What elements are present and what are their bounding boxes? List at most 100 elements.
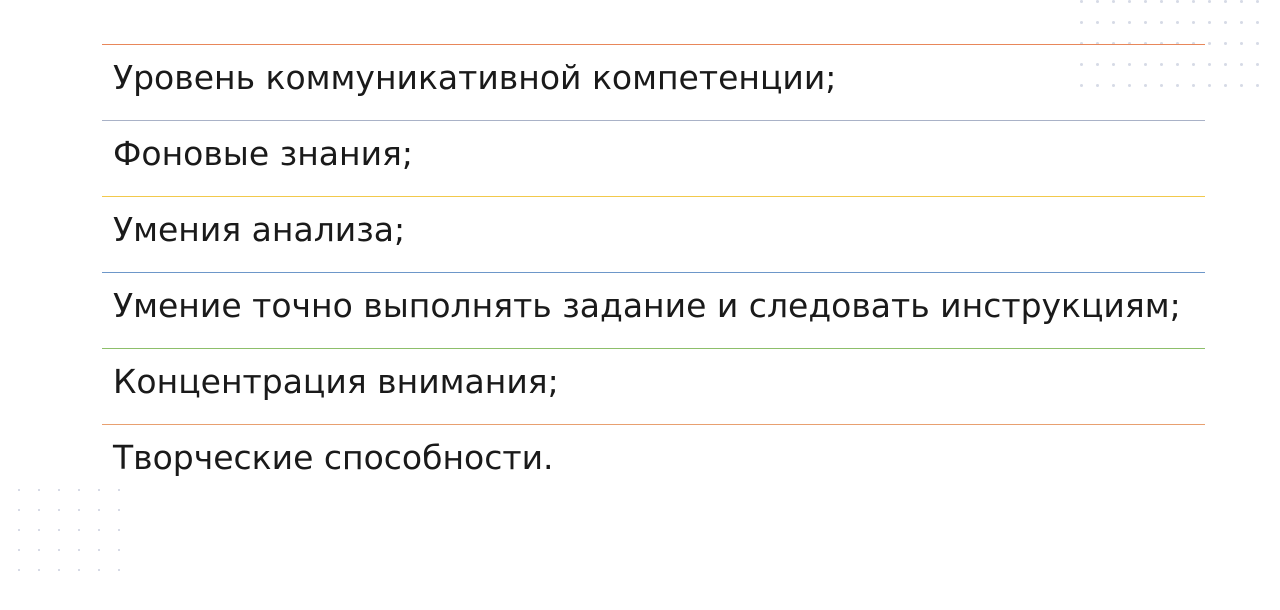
decorative-dot bbox=[1256, 63, 1259, 66]
decorative-dot bbox=[58, 549, 60, 551]
decorative-dot bbox=[118, 549, 120, 551]
divider-line bbox=[102, 348, 1205, 349]
decorative-dot bbox=[1224, 21, 1227, 24]
decorative-dot bbox=[1160, 84, 1163, 87]
criteria-list: Уровень коммуникативной компетенции; Фон… bbox=[102, 44, 1205, 500]
decorative-dot bbox=[1256, 84, 1259, 87]
divider-line bbox=[102, 272, 1205, 273]
decorative-dot bbox=[18, 569, 20, 571]
decorative-dot bbox=[18, 489, 20, 491]
decorative-dot bbox=[1128, 42, 1131, 45]
list-item-text: Творческие способности. bbox=[113, 438, 554, 477]
decorative-dot bbox=[1256, 21, 1259, 24]
decorative-dot bbox=[1112, 21, 1115, 24]
decorative-dot bbox=[38, 569, 40, 571]
decorative-dot bbox=[1240, 84, 1243, 87]
decorative-dot bbox=[1096, 84, 1099, 87]
list-item: Умение точно выполнять задание и следова… bbox=[102, 272, 1205, 348]
decorative-dot bbox=[1240, 63, 1243, 66]
list-item: Умения анализа; bbox=[102, 196, 1205, 272]
decorative-dot bbox=[1176, 63, 1179, 66]
decorative-dot bbox=[1208, 42, 1211, 45]
decorative-dot bbox=[1144, 84, 1147, 87]
decorative-dot bbox=[1240, 21, 1243, 24]
decorative-dot bbox=[1224, 0, 1227, 3]
decorative-dot bbox=[38, 489, 40, 491]
decorative-dot bbox=[78, 569, 80, 571]
decorative-dot bbox=[1224, 42, 1227, 45]
decorative-dot bbox=[1080, 0, 1083, 3]
decorative-dot bbox=[1176, 42, 1179, 45]
decorative-dot bbox=[18, 509, 20, 511]
decorative-dot bbox=[1096, 42, 1099, 45]
decorative-dot bbox=[38, 549, 40, 551]
decorative-dot bbox=[78, 489, 80, 491]
decorative-dot bbox=[1192, 84, 1195, 87]
decorative-dot bbox=[118, 529, 120, 531]
decorative-dot bbox=[1208, 84, 1211, 87]
decorative-dot bbox=[1096, 21, 1099, 24]
decorative-dot bbox=[78, 529, 80, 531]
list-item-text: Умение точно выполнять задание и следова… bbox=[113, 286, 1181, 325]
decorative-dot bbox=[18, 529, 20, 531]
list-item: Фоновые знания; bbox=[102, 120, 1205, 196]
decorative-dot bbox=[1112, 84, 1115, 87]
decorative-dot bbox=[1240, 42, 1243, 45]
decorative-dot bbox=[1160, 63, 1163, 66]
decorative-dot bbox=[118, 489, 120, 491]
decorative-dot bbox=[1128, 0, 1131, 3]
decorative-dot bbox=[1192, 63, 1195, 66]
decorative-dot bbox=[1128, 84, 1131, 87]
decorative-dot bbox=[1144, 42, 1147, 45]
decorative-dot bbox=[1144, 0, 1147, 3]
decorative-dot bbox=[118, 509, 120, 511]
decorative-dot bbox=[1096, 0, 1099, 3]
decorative-dot bbox=[1176, 0, 1179, 3]
list-item-text: Умения анализа; bbox=[113, 210, 406, 249]
list-item: Уровень коммуникативной компетенции; bbox=[102, 44, 1205, 120]
decorative-dot bbox=[1176, 21, 1179, 24]
divider-line bbox=[102, 424, 1205, 425]
decorative-dot bbox=[1192, 42, 1195, 45]
decorative-dot bbox=[1080, 42, 1083, 45]
decorative-dot bbox=[1160, 42, 1163, 45]
decorative-dot bbox=[1112, 63, 1115, 66]
decorative-dot bbox=[1240, 0, 1243, 3]
decorative-dot bbox=[18, 549, 20, 551]
decorative-dot bbox=[58, 509, 60, 511]
list-item-text: Концентрация внимания; bbox=[113, 362, 559, 401]
decorative-dot bbox=[1256, 0, 1259, 3]
list-item: Концентрация внимания; bbox=[102, 348, 1205, 424]
list-item-text: Уровень коммуникативной компетенции; bbox=[113, 58, 837, 97]
divider-line bbox=[102, 120, 1205, 121]
divider-line bbox=[102, 44, 1205, 45]
decorative-dot bbox=[98, 569, 100, 571]
decorative-dot bbox=[38, 509, 40, 511]
decorative-dot bbox=[78, 509, 80, 511]
decorative-dot bbox=[1128, 63, 1131, 66]
decorative-dot-grid-bottom-left bbox=[18, 489, 120, 571]
decorative-dot bbox=[98, 549, 100, 551]
decorative-dot bbox=[1208, 0, 1211, 3]
decorative-dot bbox=[38, 529, 40, 531]
decorative-dot bbox=[1080, 63, 1083, 66]
decorative-dot bbox=[1080, 21, 1083, 24]
decorative-dot bbox=[1080, 84, 1083, 87]
decorative-dot bbox=[1192, 21, 1195, 24]
decorative-dot bbox=[1128, 21, 1131, 24]
decorative-dot bbox=[1144, 21, 1147, 24]
decorative-dot bbox=[1096, 63, 1099, 66]
decorative-dot bbox=[1208, 21, 1211, 24]
decorative-dot bbox=[1160, 21, 1163, 24]
decorative-dot bbox=[1224, 84, 1227, 87]
decorative-dot bbox=[98, 529, 100, 531]
decorative-dot bbox=[78, 549, 80, 551]
decorative-dot bbox=[1160, 0, 1163, 3]
decorative-dot bbox=[1208, 63, 1211, 66]
decorative-dot bbox=[1224, 63, 1227, 66]
decorative-dot bbox=[118, 569, 120, 571]
decorative-dot bbox=[1112, 42, 1115, 45]
list-item: Творческие способности. bbox=[102, 424, 1205, 500]
decorative-dot bbox=[58, 489, 60, 491]
decorative-dot bbox=[1176, 84, 1179, 87]
